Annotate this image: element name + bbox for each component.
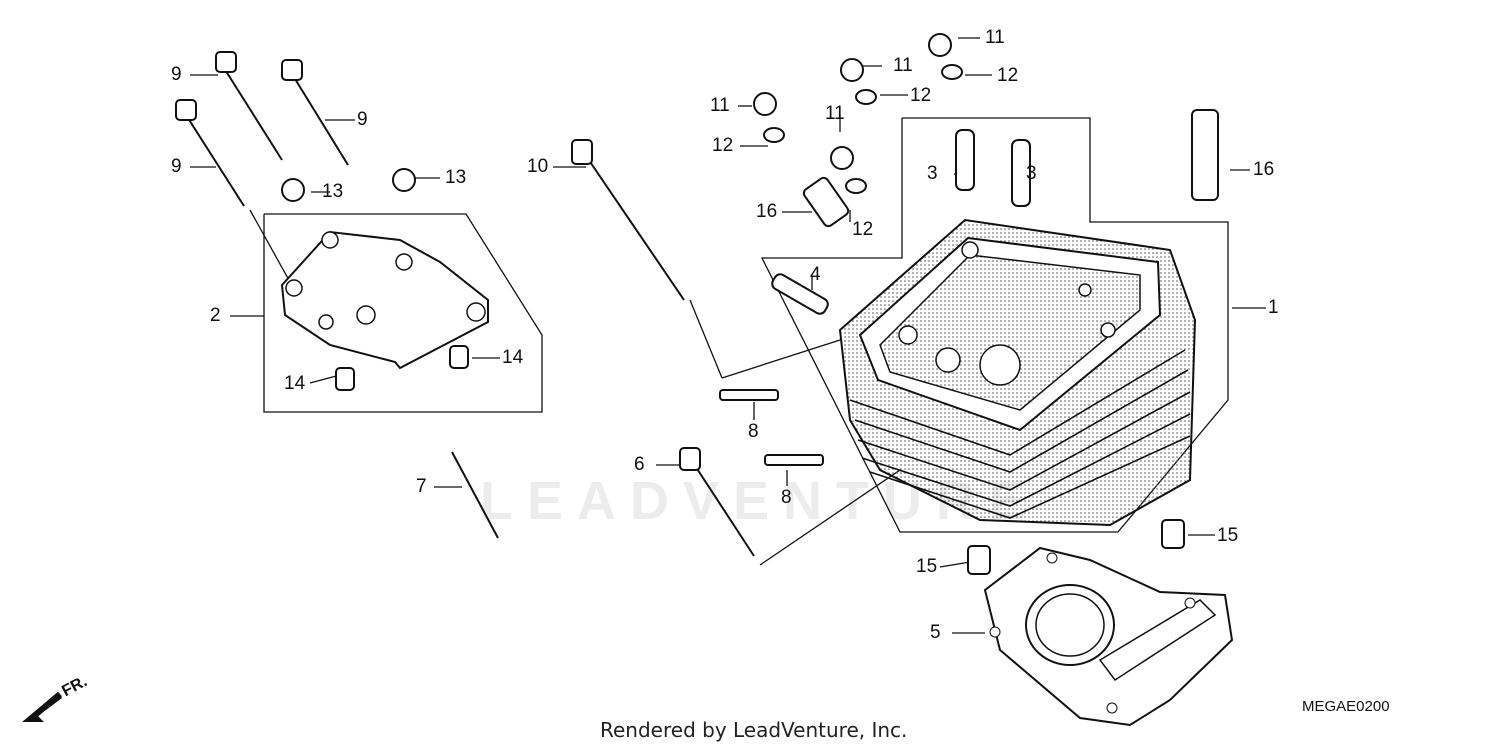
leader-lines	[190, 37, 1266, 634]
watermark: LEADVENTURE	[480, 471, 1040, 531]
callout-8[interactable]: 8	[748, 421, 759, 442]
callout-1[interactable]: 1	[1268, 297, 1279, 318]
callout-15[interactable]: 15	[1217, 525, 1239, 546]
callout-12[interactable]: 12	[910, 85, 932, 106]
callout-11[interactable]: 11	[985, 27, 1005, 48]
cylinder-head	[838, 218, 1197, 527]
callout-8[interactable]: 8	[781, 487, 792, 508]
callout-14[interactable]: 14	[502, 347, 524, 368]
callout-9[interactable]: 9	[357, 109, 368, 130]
diagram-code: MEGAE0200	[1302, 698, 1390, 715]
callout-13[interactable]: 13	[322, 181, 344, 202]
callout-7[interactable]: 7	[416, 476, 427, 497]
callout-2[interactable]: 2	[210, 305, 221, 326]
callout-3[interactable]: 3	[927, 163, 938, 184]
callout-16[interactable]: 16	[756, 201, 778, 222]
callout-3[interactable]: 3	[1026, 163, 1037, 184]
callout-4[interactable]: 4	[810, 264, 821, 285]
callout-6[interactable]: 6	[634, 454, 645, 475]
callout-14[interactable]: 14	[284, 373, 306, 394]
callout-5[interactable]: 5	[930, 622, 941, 643]
callout-11[interactable]: 11	[825, 103, 845, 124]
callout-12[interactable]: 12	[997, 65, 1019, 86]
callout-16[interactable]: 16	[1253, 159, 1275, 180]
rocker-holder	[280, 230, 489, 370]
callout-15[interactable]: 15	[916, 556, 938, 577]
callout-9[interactable]: 9	[171, 156, 182, 177]
front-direction-arrow	[22, 691, 62, 722]
footer-credit: Rendered by LeadVenture, Inc.	[600, 718, 908, 742]
callout-11[interactable]: 11	[710, 95, 730, 116]
callout-10[interactable]: 10	[527, 156, 549, 177]
callout-9[interactable]: 9	[171, 64, 182, 85]
gasket	[983, 546, 1234, 727]
callout-11[interactable]: 11	[893, 55, 913, 76]
callout-13[interactable]: 13	[445, 167, 467, 188]
callout-12[interactable]: 12	[852, 219, 874, 240]
fasteners	[175, 33, 1219, 575]
callout-12[interactable]: 12	[712, 135, 734, 156]
